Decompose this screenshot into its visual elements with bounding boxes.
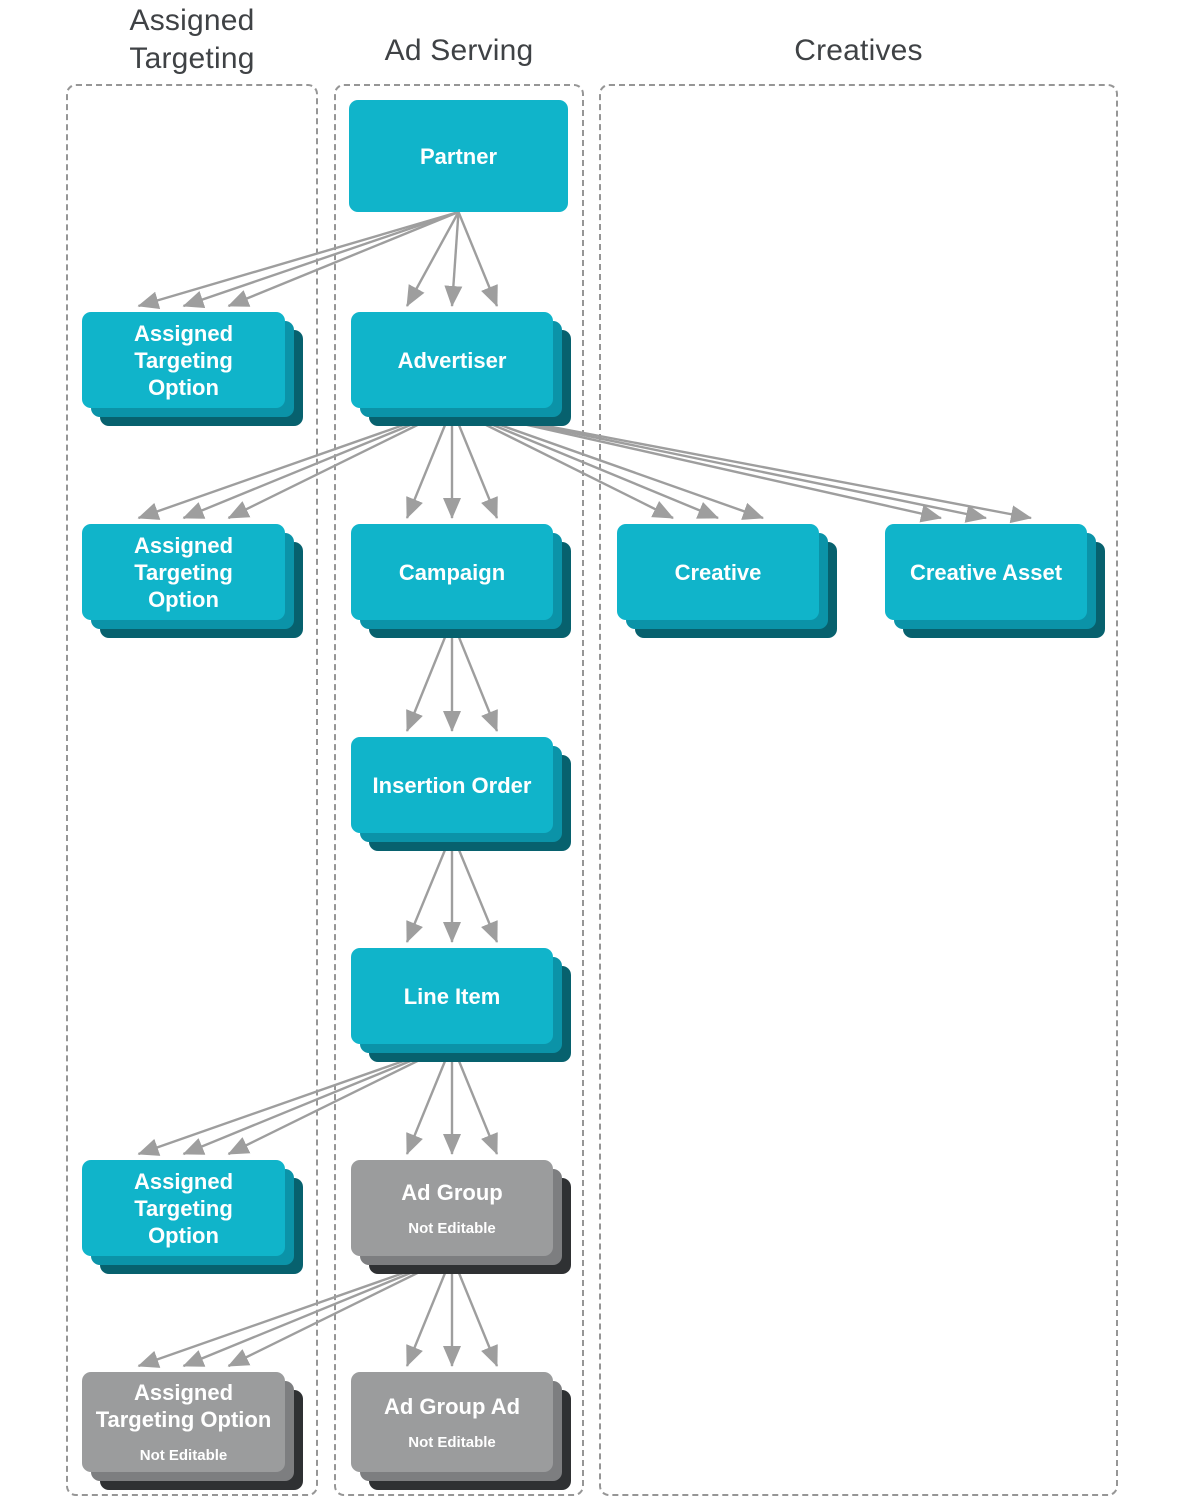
node-creative-asset: Creative Asset (885, 524, 1105, 638)
node-campaign: Campaign (351, 524, 571, 638)
node-label: Insertion Order (372, 772, 532, 798)
node-card: Campaign (351, 524, 553, 620)
node-label-line: Assigned (133, 532, 234, 558)
node-card: Partner (349, 100, 568, 212)
node-ad-group-ad: Ad Group Ad Not Editable (351, 1372, 571, 1490)
column-header-assigned-targeting: Assigned Targeting (129, 4, 255, 75)
node-card: Ad Group Ad Not Editable (351, 1372, 553, 1472)
node-label-line: Assigned (133, 320, 234, 346)
node-advertiser: Advertiser (351, 312, 571, 426)
node-card: Insertion Order (351, 737, 553, 833)
node-insertion-order: Insertion Order (351, 737, 571, 851)
node-label-line: Option (148, 374, 219, 400)
node-sublabel: Not Editable (408, 1219, 496, 1237)
node-label-line: Option (148, 586, 219, 612)
column-ad-serving (334, 84, 584, 1496)
node-card: Line Item (351, 948, 553, 1044)
node-creative: Creative (617, 524, 837, 638)
node-label-line: Option (148, 1222, 219, 1248)
node-label-line: Targeting Option (95, 1407, 272, 1432)
node-label: Ad Group Ad (383, 1393, 521, 1419)
column-creatives (599, 84, 1118, 1496)
node-label: Campaign (398, 559, 506, 585)
node-label-line: Targeting (134, 1195, 233, 1221)
node-label-line: Targeting (134, 559, 233, 585)
column-header-ad-serving: Ad Serving (384, 34, 534, 67)
node-line-item: Line Item (351, 948, 571, 1062)
node-label-line: Assigned (133, 1168, 234, 1194)
node-label: Advertiser (397, 347, 507, 373)
node-label: Line Item (403, 983, 501, 1009)
node-label: Partner (419, 143, 498, 169)
node-sublabel: Not Editable (139, 1447, 228, 1464)
node-label-line: Targeting (134, 347, 233, 373)
node-label: Creative Asset (909, 559, 1063, 585)
node-partner: Partner (349, 100, 568, 212)
node-sublabel: Not Editable (408, 1433, 496, 1451)
node-label: Ad Group (401, 1179, 503, 1205)
column-assigned-targeting (66, 84, 318, 1496)
node-card: Advertiser (351, 312, 553, 408)
column-header-creatives: Creatives (794, 34, 923, 67)
node-label-line: Assigned (133, 1380, 234, 1405)
node-card: Creative (617, 524, 819, 620)
node-card: Creative Asset (885, 524, 1087, 620)
node-label: Creative (674, 559, 762, 585)
